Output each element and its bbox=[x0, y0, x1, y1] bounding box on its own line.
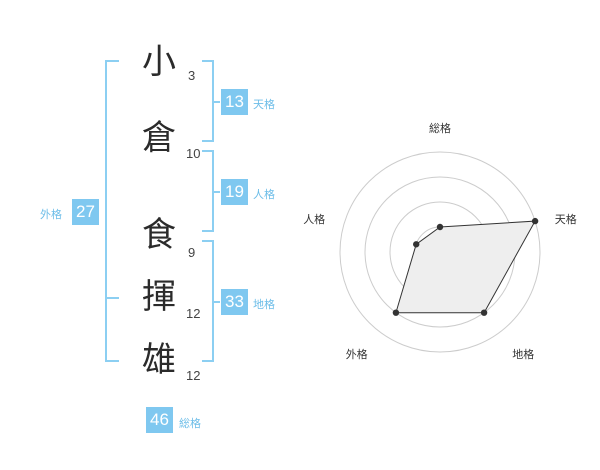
radar-grid-ring bbox=[339, 151, 541, 353]
jin-connector bbox=[214, 191, 220, 193]
radar-axis-label-2: 天格 bbox=[555, 212, 577, 226]
radar-axis-label-4: 外格 bbox=[346, 347, 368, 361]
radar-area bbox=[395, 220, 536, 314]
chi-kaku-value: 33 bbox=[221, 289, 248, 315]
radar-axis-label-3: 地格 bbox=[512, 347, 534, 361]
stroke-count-1: 3 bbox=[188, 68, 196, 83]
gai-kaku-value: 27 bbox=[72, 199, 99, 225]
stroke-count-5: 12 bbox=[186, 368, 201, 383]
jin-kaku-value: 19 bbox=[221, 179, 248, 205]
name-char-5: 雄 bbox=[142, 340, 176, 380]
ten-kaku-label: 天格 bbox=[253, 98, 275, 111]
name-char-2: 倉 bbox=[142, 118, 176, 158]
radar-axis-label-5: 人格 bbox=[303, 212, 325, 226]
stroke-count-4: 12 bbox=[186, 306, 201, 321]
chi-bracket bbox=[202, 240, 214, 362]
radar-point-5 bbox=[413, 241, 420, 248]
name-char-1: 小 bbox=[142, 42, 176, 82]
chi-kaku-label: 地格 bbox=[253, 298, 275, 311]
gai-bracket bbox=[105, 60, 119, 362]
jin-kaku-label: 人格 bbox=[253, 188, 275, 201]
radar-point-4 bbox=[392, 309, 400, 316]
stroke-count-2: 10 bbox=[186, 146, 201, 161]
sou-kaku-value: 46 bbox=[146, 407, 173, 433]
ten-bracket bbox=[202, 60, 214, 142]
ten-connector bbox=[214, 101, 220, 103]
chi-connector bbox=[214, 301, 220, 303]
radar-axis-label-1: 総格 bbox=[429, 121, 451, 135]
name-char-3: 食 bbox=[142, 215, 176, 255]
gai-bracket-mid bbox=[105, 297, 119, 299]
gai-kaku-label: 外格 bbox=[40, 208, 62, 221]
jin-bracket bbox=[202, 150, 214, 232]
ten-kaku-value: 13 bbox=[221, 89, 248, 115]
stroke-count-3: 9 bbox=[188, 245, 196, 260]
name-char-4: 揮 bbox=[142, 277, 176, 317]
radar-point-2 bbox=[531, 217, 539, 225]
sou-kaku-label: 総格 bbox=[179, 417, 201, 430]
radar-point-1 bbox=[436, 223, 444, 231]
radar-point-3 bbox=[480, 309, 488, 316]
